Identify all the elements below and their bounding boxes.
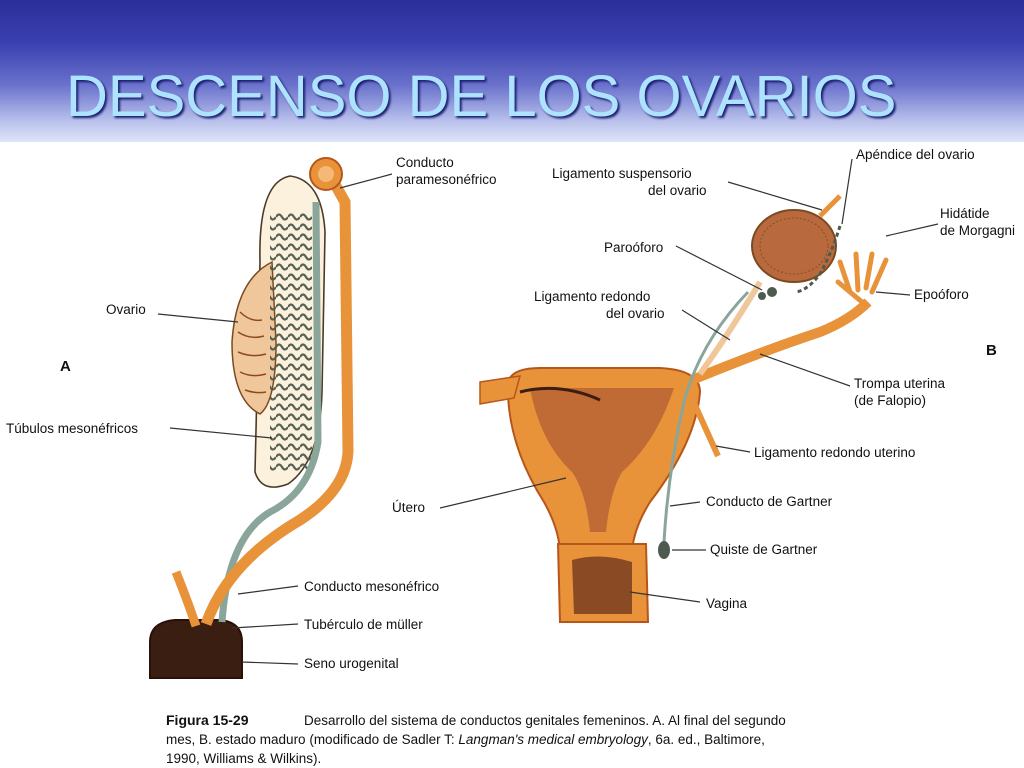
label-conducto-line1: Conducto bbox=[396, 155, 454, 170]
label-vagina: Vagina bbox=[706, 596, 748, 611]
urogenital-sinus-shape bbox=[149, 619, 243, 679]
label-utero: Útero bbox=[392, 500, 425, 515]
gartner-cyst-shape bbox=[658, 541, 670, 559]
label-quiste: Quiste de Gartner bbox=[710, 542, 818, 557]
panel-a-letter: A bbox=[60, 358, 71, 375]
panel-a-drawing bbox=[149, 157, 354, 679]
caption-line3: 1990, Williams & Wilkins). bbox=[166, 751, 321, 766]
label-trompa-line1: Trompa uterina bbox=[854, 376, 946, 391]
caption-figure-number: Figura 15-29 bbox=[166, 712, 249, 728]
label-parooforo: Paroóforo bbox=[604, 240, 663, 255]
label-trompa-line2: (de Falopio) bbox=[854, 393, 926, 408]
round-ligament-shape bbox=[687, 392, 721, 458]
paramesonephric-duct-shape bbox=[200, 169, 354, 626]
ovary-b-shape bbox=[751, 209, 837, 283]
gartner-duct-shape bbox=[662, 290, 750, 543]
panel-b-letter: B bbox=[986, 342, 997, 359]
label-mesonefrico: Conducto mesonéfrico bbox=[304, 579, 439, 594]
uterine-cavity-shape bbox=[530, 388, 674, 532]
mesonephric-tubules-shape bbox=[270, 212, 312, 472]
caption-line1: Desarrollo del sistema de conductos geni… bbox=[304, 713, 786, 728]
label-apendice: Apéndice del ovario bbox=[856, 147, 975, 162]
uterine-tube-shape bbox=[690, 298, 872, 385]
label-hidatide-line1: Hidátide bbox=[940, 206, 990, 221]
label-lig-red-ut: Ligamento redondo uterino bbox=[754, 445, 915, 460]
caption-line2-a: mes, B. estado maduro (modificado de Sad… bbox=[166, 732, 458, 747]
label-conducto-line2: paramesonéfrico bbox=[396, 172, 497, 187]
leader-lines bbox=[157, 158, 939, 665]
label-tubulos: Túbulos mesonéfricos bbox=[6, 421, 138, 436]
caption-line2: mes, B. estado maduro (modificado de Sad… bbox=[166, 732, 765, 747]
slide-header: DESCENSO DE LOS OVARIOS bbox=[0, 0, 1024, 142]
label-ovario-a: Ovario bbox=[106, 302, 146, 317]
caption-line2-italic: Langman's medical embryology bbox=[458, 732, 649, 747]
panel-b-drawing bbox=[479, 194, 889, 623]
embryology-figure: A B Conducto paramesonéfrico Ovario Túbu… bbox=[6, 147, 1015, 766]
label-lig-red-ov-line1: Ligamento redondo bbox=[534, 289, 650, 304]
epoophoron-shape bbox=[795, 225, 842, 294]
label-lig-susp-line1: Ligamento suspensorio bbox=[552, 166, 692, 181]
ovarian-ligament-shape bbox=[697, 280, 763, 376]
label-epooforo: Epoóforo bbox=[914, 287, 969, 302]
label-hidatide-line2: de Morgagni bbox=[940, 223, 1015, 238]
label-gartner: Conducto de Gartner bbox=[706, 494, 833, 509]
caption-line2-b: , 6a. ed., Baltimore, bbox=[648, 732, 765, 747]
label-lig-red-ov-line2: del ovario bbox=[606, 306, 665, 321]
label-seno: Seno urogenital bbox=[304, 656, 399, 671]
fimbriae-shape bbox=[835, 251, 889, 305]
label-tuberculo: Tubérculo de müller bbox=[304, 617, 423, 632]
slide-title: DESCENSO DE LOS OVARIOS bbox=[66, 64, 897, 129]
label-lig-susp-line2: del ovario bbox=[648, 183, 707, 198]
